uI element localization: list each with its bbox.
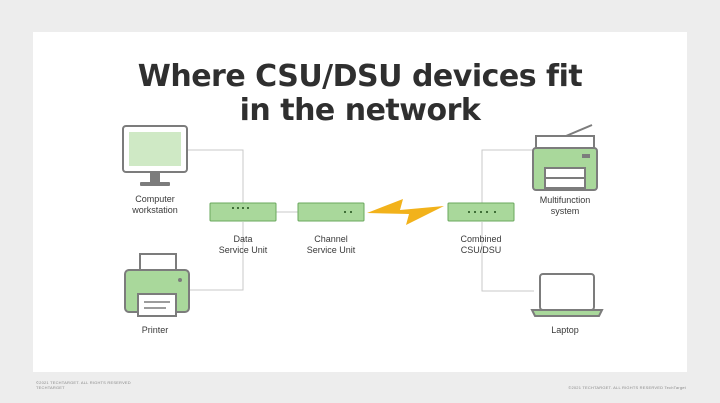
- label-computer-line-2: workstation: [132, 205, 178, 215]
- laptop-icon: [530, 273, 604, 317]
- label-printer-text: Printer: [141, 325, 169, 335]
- data-service-unit-device: [209, 202, 277, 222]
- footer-left: ©2021 TECHTARGET. ALL RIGHTS RESERVED TE…: [36, 380, 131, 390]
- label-laptop-text: Laptop: [551, 325, 579, 335]
- footer-right: ©2021 TECHTARGET. ALL RIGHTS RESERVED Te…: [568, 385, 686, 390]
- label-printer: Printer: [100, 325, 210, 336]
- label-csu-line-2: Service Unit: [306, 245, 356, 255]
- label-data-service-unit: Data Service Unit: [188, 234, 298, 256]
- label-combined-line-1: Combined: [460, 234, 502, 244]
- label-multifunction-line-2: system: [550, 206, 580, 216]
- label-computer-workstation: Computer workstation: [100, 194, 210, 216]
- label-channel-service-unit: Channel Service Unit: [276, 234, 386, 256]
- line-computer-to-dsu: [188, 149, 244, 203]
- footer-left-line-2: TECHTARGET: [36, 385, 65, 390]
- line-printer-to-dsu: [188, 222, 244, 291]
- line-combined-to-laptop: [481, 222, 534, 292]
- label-dsu-line-1: Data: [233, 234, 253, 244]
- footer-left-line-1: ©2021 TECHTARGET. ALL RIGHTS RESERVED: [36, 380, 131, 385]
- title-line-1: Where CSU/DSU devices fit: [137, 59, 583, 94]
- label-computer-line-1: Computer: [135, 194, 175, 204]
- label-laptop: Laptop: [510, 325, 620, 336]
- label-combined-line-2: CSU/DSU: [460, 245, 502, 255]
- label-multifunction-system: Multifunction system: [510, 195, 620, 217]
- label-multifunction-line-1: Multifunction: [539, 195, 591, 205]
- multifunction-printer-icon: [532, 124, 598, 191]
- title-line-2: in the network: [239, 93, 481, 128]
- label-csu-line-1: Channel: [314, 234, 348, 244]
- line-combined-to-multifunction: [481, 149, 534, 203]
- combined-csu-dsu-device: [447, 202, 515, 222]
- channel-service-unit-device: [297, 202, 365, 222]
- lightning-bolt-icon: [367, 199, 444, 225]
- printer-icon: [124, 253, 190, 317]
- diagram-title: Where CSU/DSU devices fit in the network: [0, 60, 720, 128]
- label-dsu-line-2: Service Unit: [218, 245, 268, 255]
- connector-lines: [188, 149, 534, 292]
- label-combined-csu-dsu: Combined CSU/DSU: [426, 234, 536, 256]
- footer-right-text: ©2021 TECHTARGET. ALL RIGHTS RESERVED Te…: [568, 385, 686, 390]
- desktop-monitor-icon: [122, 125, 188, 186]
